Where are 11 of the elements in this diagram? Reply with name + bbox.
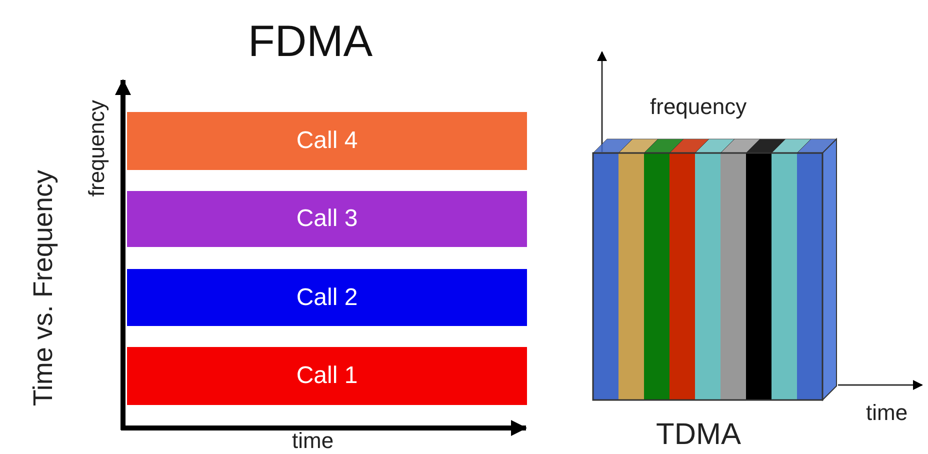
axis-label: frequency (650, 96, 747, 118)
call-band: Call 2 (127, 269, 527, 326)
panel-label: TDMA (656, 420, 741, 450)
panel-label: FDMA (248, 20, 373, 64)
call-band: Call 1 (127, 347, 527, 405)
axis-label: time (292, 430, 334, 452)
call-band: Call 3 (127, 191, 527, 247)
axis-label: time (866, 402, 908, 424)
axis-label: frequency (86, 100, 108, 197)
call-band: Call 4 (127, 112, 527, 170)
axis-title: Time vs. Frequency (30, 170, 57, 406)
